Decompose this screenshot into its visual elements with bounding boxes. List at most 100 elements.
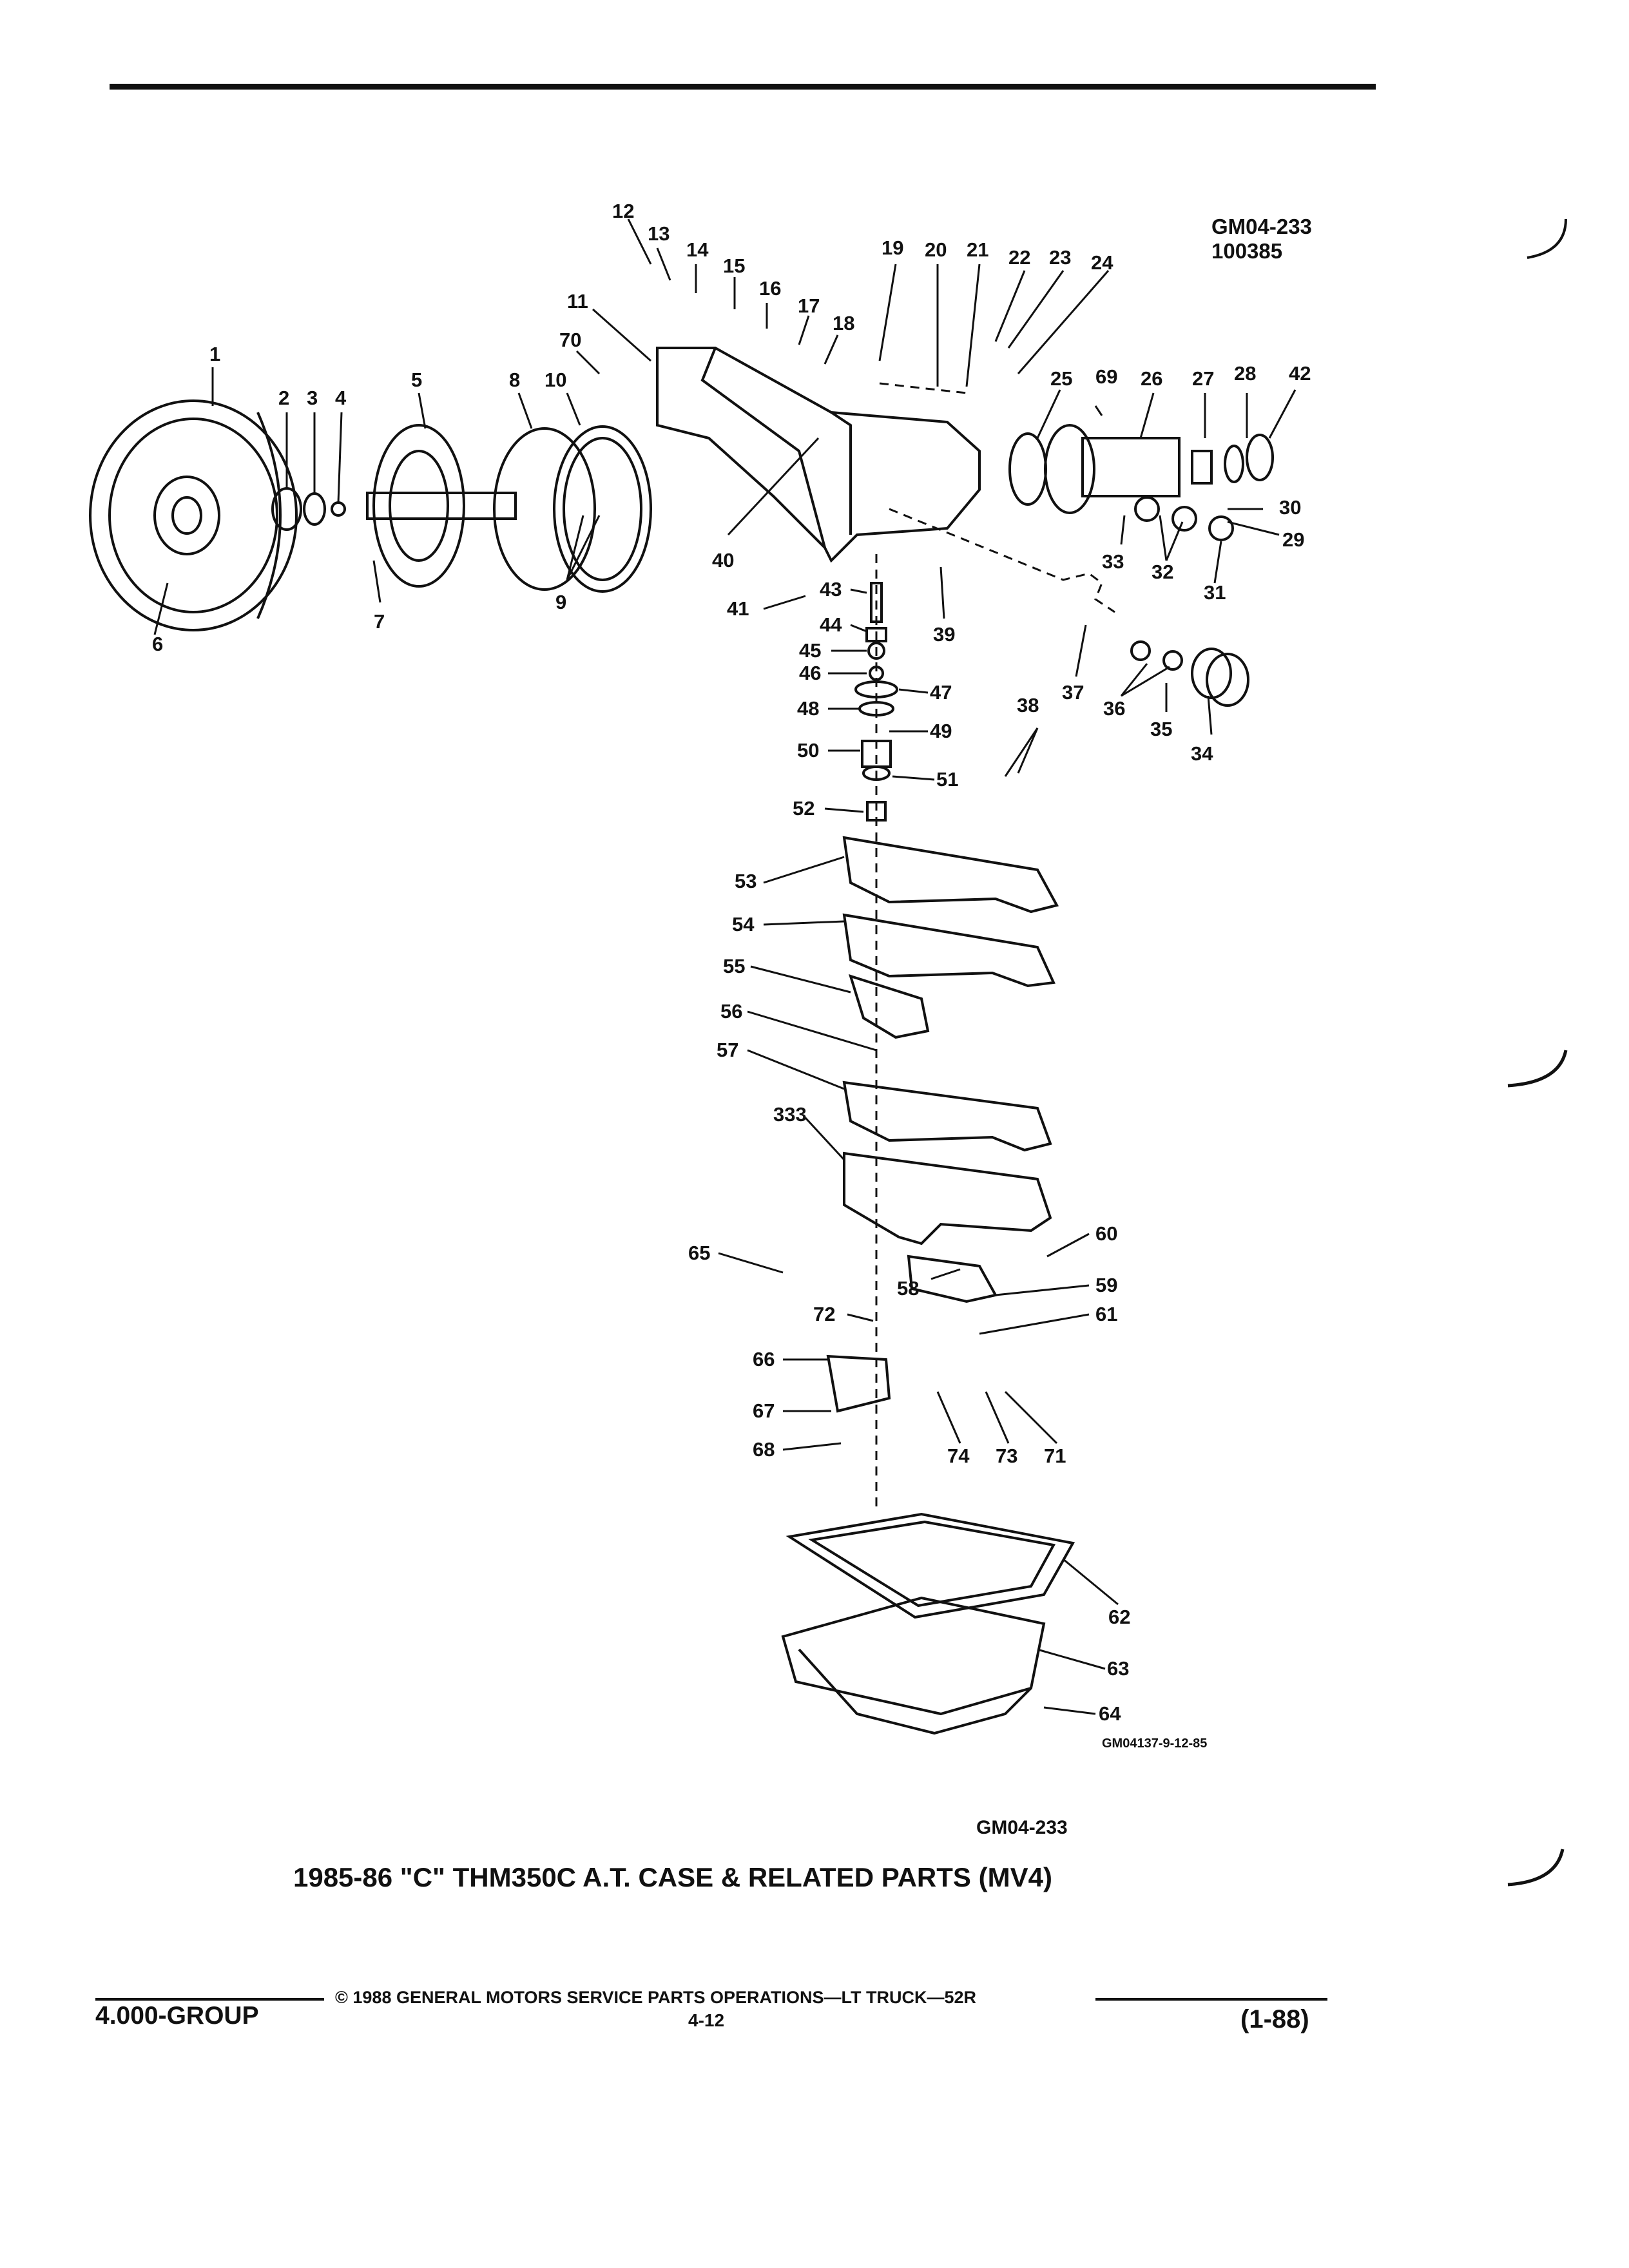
callout-8: 8: [509, 369, 520, 391]
figure-code: GM04-233: [1211, 215, 1312, 238]
pump-seals: [271, 487, 346, 531]
callout-42: 42: [1289, 362, 1311, 385]
callout-18: 18: [833, 312, 854, 334]
callout-13: 13: [648, 222, 670, 245]
callout-22: 22: [1008, 246, 1030, 269]
callout-25: 25: [1050, 367, 1072, 390]
callout-46: 46: [799, 662, 821, 684]
callout-51: 51: [936, 768, 958, 791]
callout-74: 74: [947, 1445, 970, 1467]
callout-28: 28: [1234, 362, 1256, 385]
pan-gasket: [786, 1512, 1075, 1619]
image-code: GM04137-9-12-85: [1102, 1736, 1208, 1751]
callout-12: 12: [612, 200, 634, 222]
callout-38: 38: [1017, 694, 1039, 716]
callout-9: 9: [555, 591, 566, 613]
accumulator-cover: [907, 1254, 998, 1303]
callout-333: 333: [773, 1103, 807, 1126]
callout-37: 37: [1062, 681, 1084, 704]
callout-1: 1: [209, 343, 220, 365]
callout-56: 56: [720, 1000, 742, 1023]
callout-2: 2: [278, 387, 289, 409]
callout-33: 33: [1102, 550, 1124, 573]
callout-15: 15: [723, 255, 745, 277]
callout-40: 40: [712, 549, 734, 572]
pump-gasket: [553, 425, 652, 593]
callout-32: 32: [1152, 561, 1173, 583]
figure-reference: GM04-233: [976, 1817, 1068, 1838]
callout-20: 20: [925, 238, 947, 261]
extension-housing: [1008, 424, 1274, 514]
callout-50: 50: [797, 739, 819, 762]
callout-53: 53: [735, 870, 757, 892]
callout-41: 41: [727, 597, 749, 620]
callout-34: 34: [1191, 742, 1213, 765]
callout-17: 17: [798, 294, 820, 317]
callout-72: 72: [813, 1303, 835, 1325]
callout-61: 61: [1095, 1303, 1117, 1325]
callout-11: 11: [567, 290, 588, 312]
callout-36: 36: [1103, 697, 1125, 720]
callout-16: 16: [759, 277, 781, 300]
callout-58: 58: [897, 1277, 919, 1300]
callout-54: 54: [732, 913, 755, 936]
callout-27: 27: [1192, 367, 1214, 390]
page-number: 4-12: [688, 2010, 725, 2030]
governor-parts: [1130, 496, 1249, 707]
callout-43: 43: [820, 578, 842, 601]
callout-labels: 1 2 3 4 5 6 7 8 9 10 11 12 13 14 15 16 1…: [152, 200, 1311, 1725]
callout-39: 39: [933, 623, 955, 646]
callout-35: 35: [1150, 718, 1172, 740]
oil-pump: [366, 424, 517, 588]
callout-10: 10: [545, 369, 566, 391]
callout-60: 60: [1095, 1222, 1117, 1245]
solenoid-bracket: [826, 1354, 891, 1413]
callout-59: 59: [1095, 1274, 1117, 1296]
callout-23: 23: [1049, 246, 1071, 269]
callout-55: 55: [723, 955, 745, 977]
figure-code-block: GM04-233 100385: [1211, 215, 1312, 264]
callout-5: 5: [411, 369, 422, 391]
transmission-case: [656, 347, 981, 563]
callout-57: 57: [717, 1039, 738, 1061]
valve-body-plates: [842, 836, 1059, 1245]
callout-4: 4: [335, 387, 347, 409]
oil-pan: [781, 1596, 1046, 1735]
binding-hole-mark-middle: [1507, 1050, 1568, 1088]
copyright-line: © 1988 GENERAL MOTORS SERVICE PARTS OPER…: [335, 1988, 977, 2007]
callout-47: 47: [930, 681, 952, 704]
callout-67: 67: [753, 1399, 775, 1422]
callout-48: 48: [797, 697, 819, 720]
callout-63: 63: [1107, 1657, 1129, 1680]
leader-lines: [153, 218, 1296, 1715]
callout-64: 64: [1099, 1702, 1121, 1725]
callout-14: 14: [686, 238, 709, 261]
callout-7: 7: [374, 610, 385, 633]
callout-45: 45: [799, 639, 821, 662]
figure-caption: 1985-86 "C" THM350C A.T. CASE & RELATED …: [293, 1862, 1052, 1892]
callout-73: 73: [996, 1445, 1017, 1467]
pump-o-ring: [493, 427, 596, 591]
callout-66: 66: [753, 1348, 775, 1370]
callout-44: 44: [820, 613, 842, 636]
callout-62: 62: [1108, 1606, 1130, 1628]
callout-24: 24: [1091, 251, 1113, 274]
binding-hole-mark-bottom: [1507, 1849, 1565, 1887]
callout-31: 31: [1204, 581, 1226, 604]
group-label: 4.000-GROUP: [95, 2002, 259, 2030]
header-rule: [110, 84, 1376, 90]
torque-converter: [89, 399, 298, 631]
callout-71: 71: [1044, 1445, 1066, 1467]
footer-rule-right: [1095, 1998, 1327, 2001]
callout-6: 6: [152, 633, 163, 655]
callout-70: 70: [559, 329, 581, 351]
callout-29: 29: [1282, 528, 1304, 551]
callout-3: 3: [307, 387, 318, 409]
callout-19: 19: [882, 236, 903, 259]
figure-code-number: 100385: [1211, 239, 1283, 263]
callout-21: 21: [967, 238, 988, 261]
callout-52: 52: [793, 797, 815, 820]
callout-65: 65: [688, 1242, 710, 1264]
footer-rule-left: [95, 1998, 324, 2001]
